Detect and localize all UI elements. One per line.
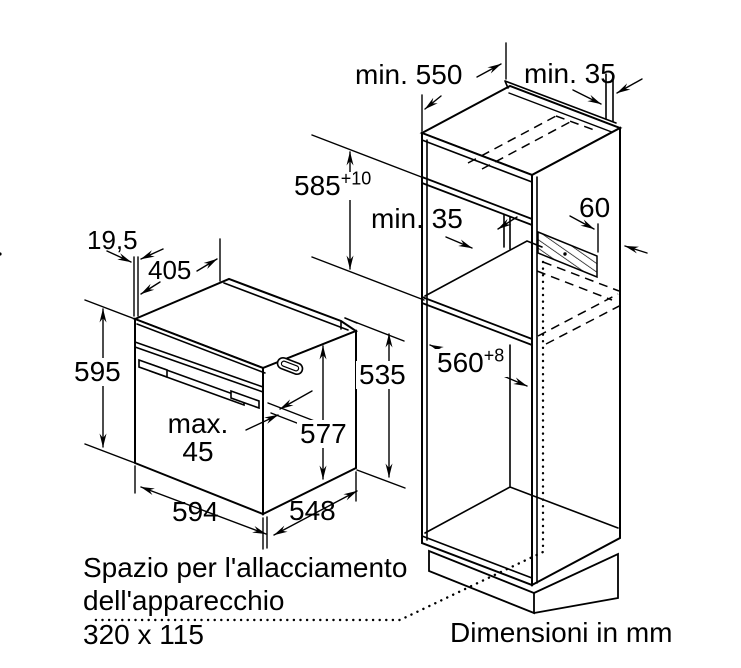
dim-top-offset: 19,5 [87, 225, 138, 255]
dim-wall-gap-top: min. 35 [524, 58, 616, 89]
connection-space-dotted-line [88, 260, 545, 622]
dim-top-depth: 405 [148, 255, 192, 285]
dim-oven-width: 594 [172, 496, 219, 527]
vent-hatch-strip [0, 230, 598, 279]
note-connection-space-line1: Spazio per l'allacciamento [83, 552, 408, 583]
dim-back-clearance: min. 35 [371, 203, 463, 234]
dim-door-height: 577 [297, 420, 350, 448]
dim-niche-width: 560+8 [434, 345, 508, 377]
dim-case-height: 535 [356, 361, 409, 389]
dim-vent-strip: 60 [579, 192, 611, 223]
hidden-edges [467, 115, 626, 345]
dim-cabinet-depth: min. 550 [355, 59, 463, 90]
dim-niche-width-tolerance: +8 [483, 345, 505, 366]
note-connection-space-line3: 320 x 115 [83, 619, 204, 650]
cabinet-outline [419, 73, 623, 615]
dim-niche-height: 585+10 [291, 168, 375, 200]
dim-niche-height-tolerance: +10 [340, 168, 372, 189]
dim-oven-height: 595 [71, 358, 124, 386]
dim-handle-protrusion: max.45 [167, 408, 229, 467]
note-units: Dimensioni in mm [450, 617, 673, 648]
dim-oven-depth: 548 [289, 495, 336, 526]
note-connection-space-line2: dell'apparecchio [83, 585, 285, 616]
